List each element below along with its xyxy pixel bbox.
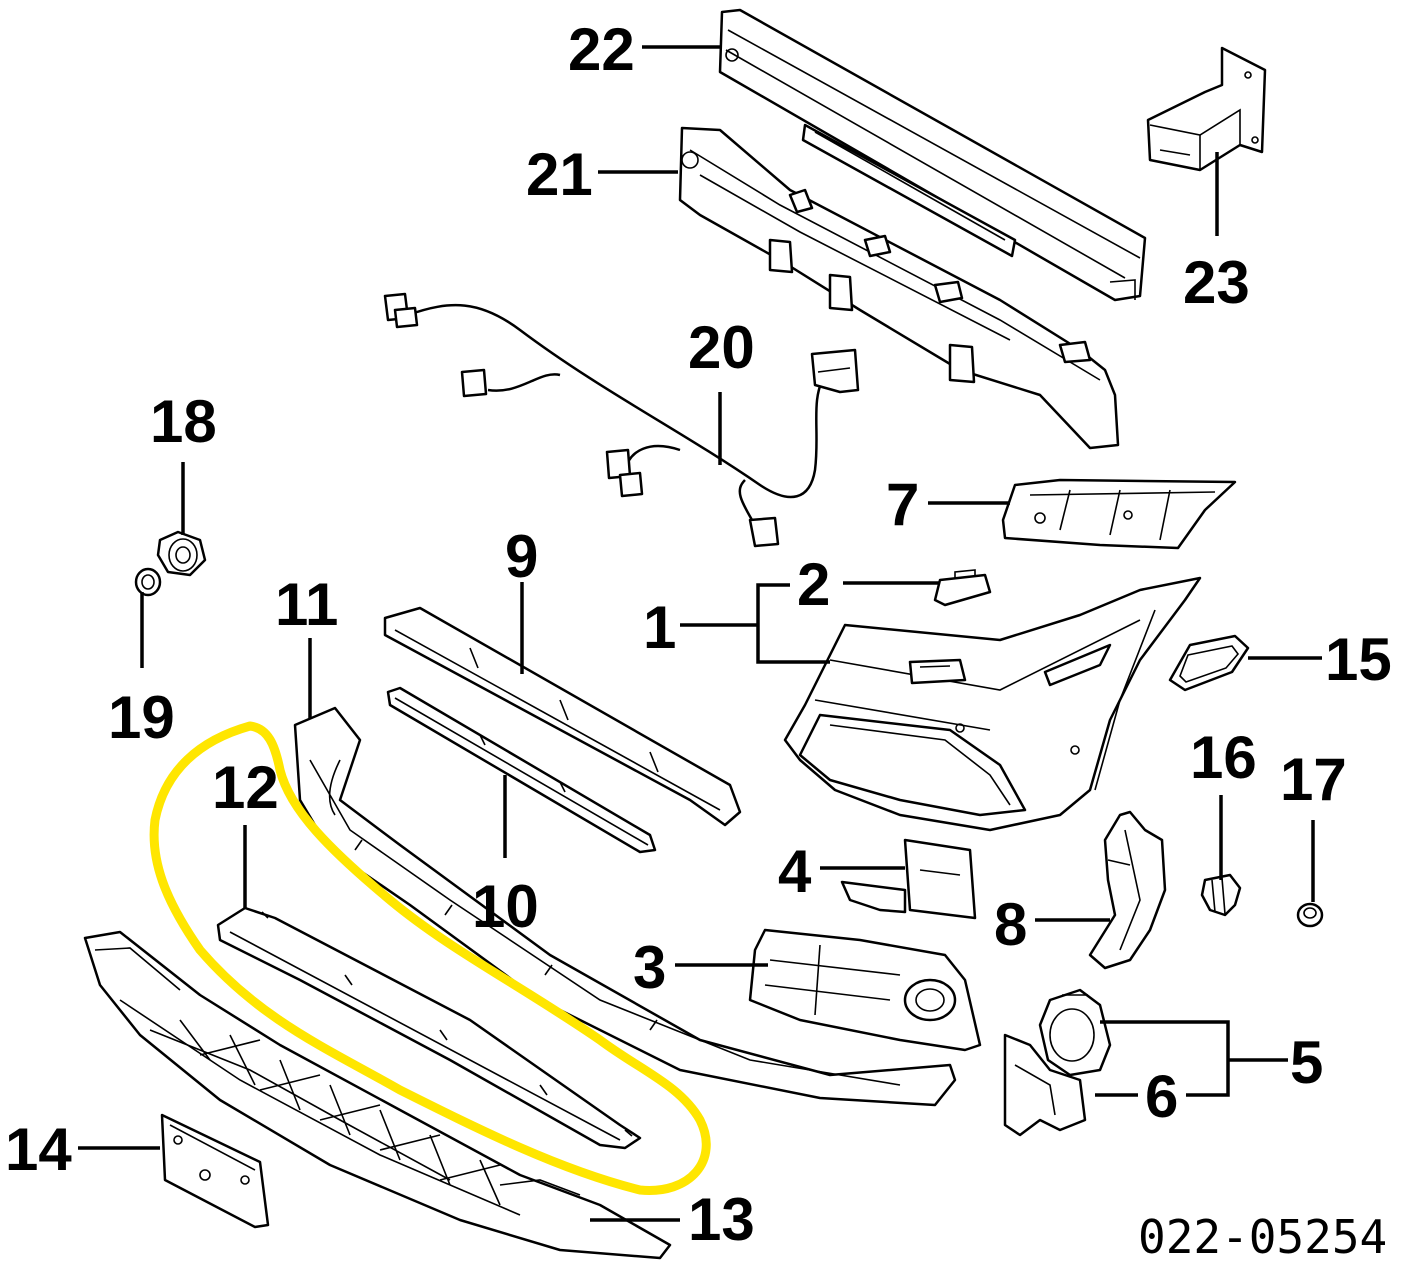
callout-20: 20 [688,314,755,381]
part-12-lower-trim-strip [216,906,642,1150]
callout-15: 15 [1325,626,1392,693]
part-21-impact-absorber [678,126,1120,450]
callout-9: 9 [505,523,538,590]
callout-12: 12 [212,754,279,821]
part-2-tow-eye-cover [933,569,992,607]
part-5-radar-sensor [1038,988,1112,1077]
document-number: 022-05254 [1138,1210,1387,1264]
part-1-bumper-cover [783,576,1202,832]
callout-14: 14 [5,1116,72,1183]
callout-19: 19 [108,684,175,751]
part-19-sensor-ring [134,567,162,597]
callout-3: 3 [633,934,666,1001]
part-10-grille-strip [386,686,657,854]
part-8-side-bracket [1088,810,1167,970]
callout-labels: 22 21 23 20 18 19 7 9 2 11 1 15 16 17 12… [5,16,1392,1253]
part-15-trim-insert [1168,634,1250,692]
part-3-fog-lamp-grille [748,928,982,1052]
part-22-reinforcement-bar [718,8,1147,302]
part-14-license-plate-bracket [160,1113,270,1229]
part-6-radar-bracket [1003,1033,1087,1137]
callout-4: 4 [778,838,812,905]
callout-5: 5 [1290,1029,1323,1096]
part-13-lower-grille [83,930,672,1260]
part-4-tow-cap [840,838,977,920]
part-16-clip [1200,873,1242,917]
part-9-grille-insert [383,606,742,827]
part-20-wiring-harness [383,292,860,548]
callout-13: 13 [688,1186,755,1253]
part-18-parking-sensor [156,530,207,577]
callout-6: 6 [1145,1063,1178,1130]
callout-16: 16 [1190,724,1257,791]
callout-7: 7 [886,471,919,538]
callout-22: 22 [568,16,635,83]
callout-23: 23 [1183,249,1250,316]
leader-lines [78,45,1322,1222]
callout-18: 18 [150,388,217,455]
part-23-mount-bracket [1146,46,1267,172]
callout-8: 8 [994,891,1027,958]
part-11-lower-bumper [293,706,957,1107]
callout-10: 10 [472,873,539,940]
callout-21: 21 [526,141,593,208]
callout-2: 2 [797,551,830,618]
callout-11: 11 [275,571,338,638]
callout-17: 17 [1280,746,1347,813]
part-17-grommet [1296,902,1324,928]
callout-1: 1 [643,594,676,661]
highlight-outline-part-12 [149,721,711,1195]
part-7-bracket [1001,478,1237,550]
